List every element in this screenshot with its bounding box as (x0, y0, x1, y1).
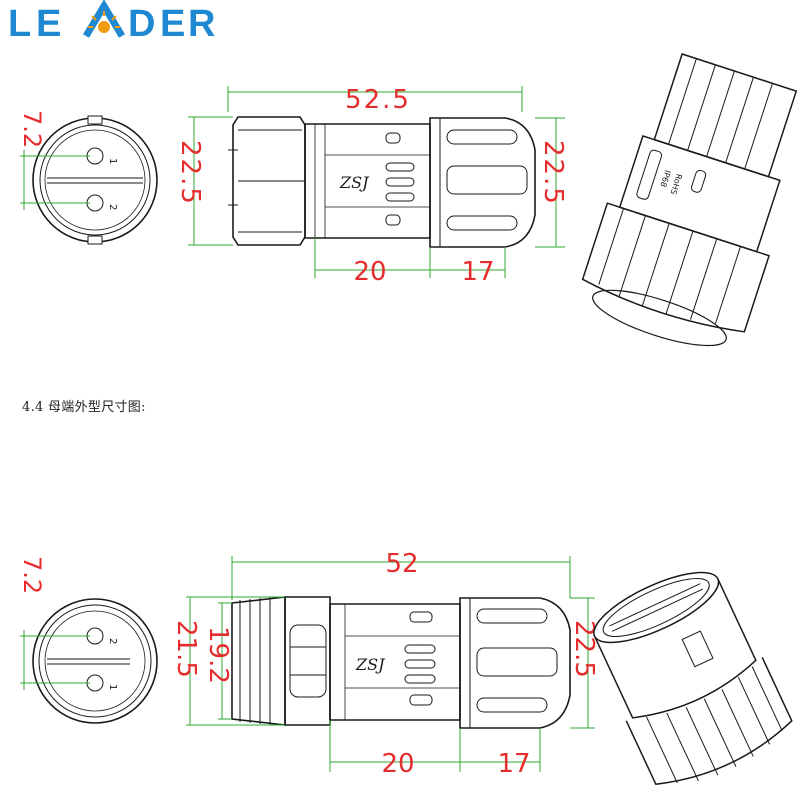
male-height-left-dim: 22.5 (175, 140, 205, 206)
male-body-logo: ZSJ (339, 173, 370, 192)
logo-letter-d: D (128, 3, 155, 45)
male-front-view: 1 2 7.2 (18, 110, 158, 245)
female-pin2-label: 2 (107, 638, 118, 644)
logo-letter-r: R (188, 3, 215, 45)
female-body-logo: ZSJ (355, 655, 386, 674)
female-seg-right-dim: 17 (497, 749, 530, 779)
male-seg-right-dim: 17 (461, 257, 494, 287)
female-iso-view (593, 571, 793, 786)
male-iso-view: IP68 RoHS (581, 53, 798, 347)
leader-logo: L E D E R (0, 0, 280, 45)
male-front-dim: 7.2 (18, 110, 46, 148)
logo-letter-l: L (8, 3, 31, 45)
male-side-view: ZSJ 52.5 22.5 22.5 20 17 (175, 85, 568, 287)
female-seg-left-dim: 20 (381, 749, 414, 779)
female-height-inner-dim: 19.2 (203, 626, 233, 684)
section-caption: 4.4 母端外型尺寸图: (22, 400, 146, 415)
female-pin1-label: 1 (107, 684, 118, 690)
male-pin1-label: 1 (107, 158, 118, 164)
male-seg-left-dim: 20 (353, 257, 386, 287)
male-pin2-label: 2 (107, 204, 118, 210)
male-length-dim: 52.5 (345, 85, 411, 115)
female-height-outer-dim: 21.5 (171, 620, 201, 678)
logo-letter-e2: E (160, 3, 185, 45)
female-front-dim: 7.2 (18, 556, 46, 594)
female-front-view: 2 1 7.2 (18, 556, 158, 724)
male-height-right-dim: 22.5 (538, 140, 568, 206)
male-iso-ip68: IP68 (658, 169, 672, 188)
logo-sun-icon (82, 0, 126, 38)
female-length-dim: 52 (385, 549, 418, 579)
female-side-view: ZSJ 52 21.5 19.2 22.5 20 17 (171, 549, 599, 779)
logo-letter-e: E (36, 3, 61, 45)
